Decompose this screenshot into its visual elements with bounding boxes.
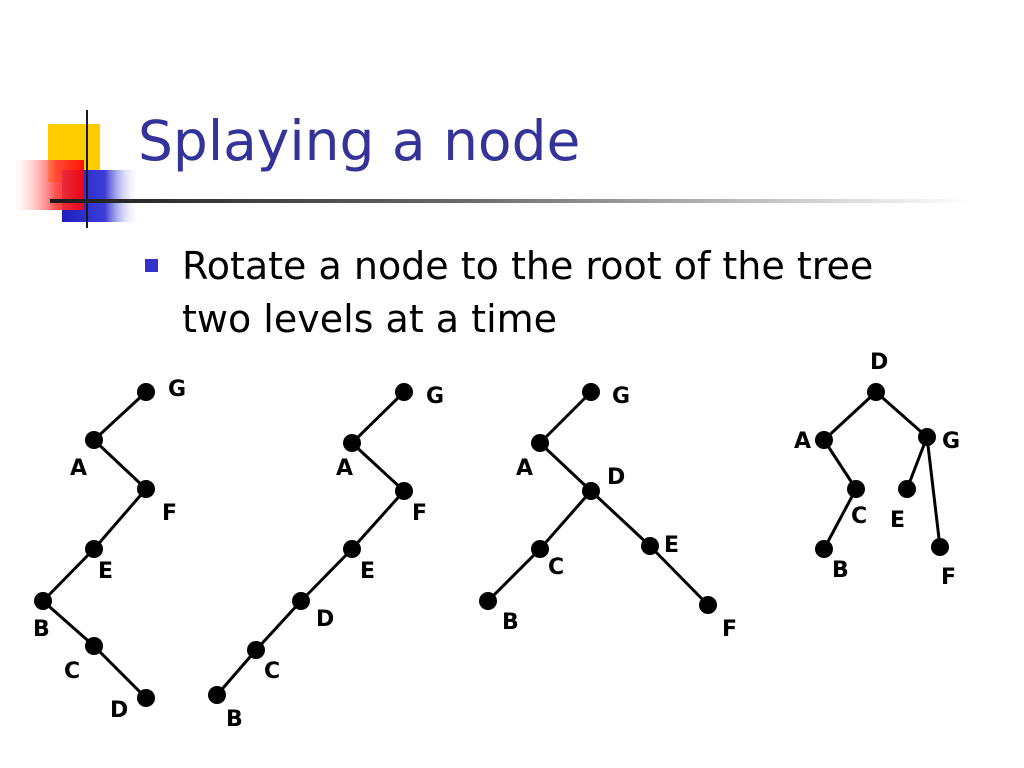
- tree-2-node-d: [292, 592, 310, 610]
- tree-4-edge-g-f: [925, 436, 942, 548]
- tree-2-label-e: E: [360, 559, 375, 584]
- bullet-line-1: Rotate a node to the root of the tree: [182, 244, 874, 288]
- tree-2-label-b: B: [226, 707, 243, 732]
- tree-3-node-a: [531, 434, 549, 452]
- tree-2: G A F E D CB: [208, 383, 444, 732]
- tree-4-label-g: G: [942, 429, 960, 454]
- tree-2-label-a: A: [336, 456, 353, 481]
- tree-1-label-a: A: [70, 456, 87, 481]
- tree-2-label-c: C: [264, 659, 280, 684]
- tree-1-label-b: B: [33, 617, 50, 642]
- tree-1-node-d: [137, 689, 155, 707]
- tree-3-node-g: [582, 383, 600, 401]
- tree-4-node-e: [898, 480, 916, 498]
- tree-2-node-c: [247, 641, 265, 659]
- tree-4-node-d: [867, 383, 885, 401]
- tree-2-label-g: G: [426, 384, 444, 409]
- tree-1-edge-b-c: [42, 599, 95, 648]
- tree-3-node-f: [699, 596, 717, 614]
- tree-1-edge-f-e: [92, 488, 148, 550]
- tree-3-edge-a-d: [538, 441, 593, 493]
- bullet-text: Rotate a node to the root of the tree tw…: [182, 240, 965, 346]
- tree-3-edge-d-c: [538, 490, 593, 550]
- tree-2-node-g: [395, 383, 413, 401]
- tree-2-node-e: [343, 540, 361, 558]
- tree-1-node-a: [85, 431, 103, 449]
- tree-2-edge-e-d: [299, 547, 354, 603]
- tree-2-edge-f-e: [350, 489, 406, 551]
- tree-4-edge-d-g: [875, 390, 928, 439]
- tree-3-label-b: B: [502, 610, 519, 635]
- tree-1-edge-g-a: [92, 390, 148, 442]
- tree-3-label-a: A: [516, 456, 533, 481]
- tree-3-node-c: [531, 540, 549, 558]
- tree-1-label-d: D: [110, 698, 128, 723]
- slide-title: Splaying a node: [138, 109, 581, 173]
- tree-3: G A D C E B F: [479, 383, 737, 642]
- tree-1: G A F E BC D: [33, 377, 186, 723]
- tree-2-edge-g-a: [350, 390, 406, 445]
- tree-2-node-a: [343, 434, 361, 452]
- tree-4-edge-d-a: [822, 390, 878, 442]
- bullet-square-icon: [145, 259, 158, 272]
- tree-1-edge-a-f: [92, 438, 148, 491]
- tree-4-label-f: F: [941, 565, 956, 590]
- tree-2-edge-d-c: [254, 599, 303, 652]
- tree-1-edge-c-d: [92, 644, 148, 700]
- tree-3-edge-g-a: [538, 390, 593, 445]
- title-underline: [50, 199, 970, 203]
- tree-1-label-f: F: [162, 501, 177, 526]
- tree-3-node-b: [479, 592, 497, 610]
- bullet-line-2: two levels at a time: [182, 297, 558, 341]
- tree-1-node-c: [85, 637, 103, 655]
- tree-4-label-d: D: [870, 350, 888, 375]
- tree-3-label-d: D: [607, 465, 625, 490]
- tree-3-label-c: C: [548, 555, 564, 580]
- tree-4-label-b: B: [832, 558, 849, 583]
- tree-2-node-b: [208, 686, 226, 704]
- tree-4-label-a: A: [794, 429, 811, 454]
- tree-1-edge-e-b: [41, 547, 96, 603]
- tree-2-node-f: [395, 482, 413, 500]
- tree-4-node-b: [815, 540, 833, 558]
- tree-1-label-c: C: [64, 659, 80, 684]
- tree-4-node-c: [847, 480, 865, 498]
- tree-3-edge-c-b: [486, 547, 542, 603]
- tree-3-edge-d-e: [589, 489, 652, 548]
- tree-4-node-g: [918, 428, 936, 446]
- tree-4-edge-g-e: [905, 436, 929, 490]
- tree-4-node-a: [815, 431, 833, 449]
- tree-2-edge-a-f: [350, 441, 406, 493]
- tree-1-label-g: G: [168, 377, 186, 402]
- tree-3-label-f: F: [722, 617, 737, 642]
- tree-2-edge-c-b: [215, 649, 258, 696]
- tree-4-node-f: [931, 538, 949, 556]
- tree-3-label-g: G: [612, 384, 630, 409]
- tree-1-label-e: E: [98, 559, 113, 584]
- tree-2-label-d: D: [316, 607, 334, 632]
- tree-1-node-b: [34, 592, 52, 610]
- tree-4-label-e: E: [890, 508, 905, 533]
- tree-3-edge-e-f: [648, 544, 710, 607]
- tree-4-edge-c-b: [822, 488, 858, 550]
- tree-3-node-e: [641, 537, 659, 555]
- tree-3-label-e: E: [664, 533, 679, 558]
- tree-1-node-g: [137, 383, 155, 401]
- tree-1-node-e: [85, 540, 103, 558]
- tree-4-edge-a-c: [822, 439, 858, 490]
- tree-3-node-d: [582, 482, 600, 500]
- slide-decoration: [14, 110, 970, 228]
- tree-1-node-f: [137, 480, 155, 498]
- tree-2-label-f: F: [412, 501, 427, 526]
- tree-4-label-c: C: [851, 504, 867, 529]
- bullet-list: Rotate a node to the root of the tree tw…: [145, 240, 965, 346]
